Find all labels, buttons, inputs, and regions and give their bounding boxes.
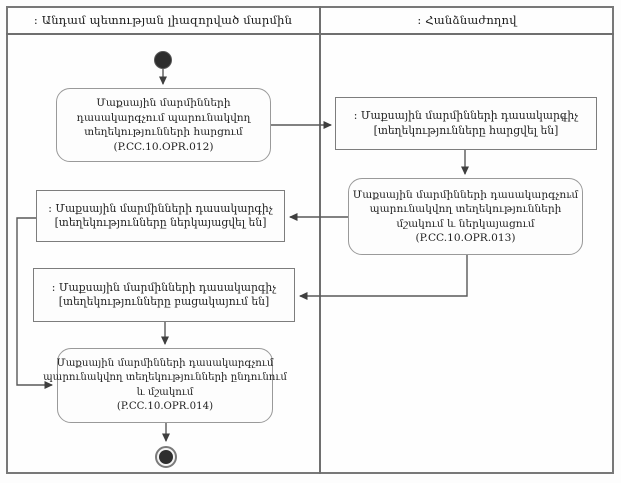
action-receive-process-classifier-info: Մաքսային մարմինների դասակարգչում պարունա… [43, 348, 287, 423]
action-text-line: Մաքսային մարմինների դասակարգչում [56, 357, 274, 369]
object-text-line: : Մաքսային մարմինների դասակարգիչ [48, 201, 273, 215]
scan-artifact-mark: , [569, 189, 572, 199]
swimlane-header-commission: : Հանձնաժողով [417, 12, 517, 27]
swimlane-header-row: : Անդամ պետության լիազորված մարմին : Հան… [6, 6, 614, 35]
action-text-line: Մաքսային մարմինների [96, 97, 231, 109]
action-text-line: մշակում և ներկայացում [396, 217, 535, 230]
action-text-line: Մաքսային մարմինների դասակարգչում [352, 188, 579, 201]
final-node [155, 446, 177, 468]
object-text-line: : Մաքսային մարմինների դասակարգիչ [51, 280, 277, 294]
action-operation-code: (P.CC.10.OPR.012) [113, 140, 214, 153]
object-state-line: [տեղեկությունները հարցվել են] [373, 123, 559, 137]
object-state-line: [տեղեկությունները ներկայացվել են] [54, 216, 267, 229]
action-text-line: և մշակում [136, 386, 194, 398]
object-classifier-info-requested: : Մաքսային մարմինների դասակարգիչ [տեղեկո… [335, 97, 597, 150]
scan-artifact-mark: в [561, 114, 566, 124]
action-text-line: պարունակվող տեղեկությունների ընդունում [43, 372, 287, 383]
action-operation-code: (P.CC.10.OPR.013) [415, 232, 516, 244]
action-text-line: տեղեկությունների հարցում [84, 126, 243, 138]
action-request-classifier-info: Մաքսային մարմինների դասակարգչում պարունա… [56, 88, 271, 162]
object-classifier-info-presented: : Մաքսային մարմինների դասակարգիչ [տեղեկո… [36, 190, 285, 242]
action-process-present-classifier-info: Մաքսային մարմինների դասակարգչում պարունա… [348, 178, 583, 255]
swimlane-divider [319, 6, 321, 474]
action-operation-code: (P.CC.10.OPR.014) [116, 401, 214, 412]
object-text-line: : Մաքսային մարմինների դասակարգիչ [353, 109, 579, 122]
object-classifier-info-absent: : Մաքսային մարմինների դասակարգիչ [տեղեկո… [33, 268, 295, 322]
action-text-line: դասակարգչում պարունակվող [76, 111, 251, 124]
final-node-dot [159, 450, 173, 464]
action-text-line: պարունակվող տեղեկությունների [369, 203, 562, 215]
initial-node [154, 51, 172, 69]
object-state-line: [տեղեկությունները բացակայում են] [58, 295, 270, 308]
swimlane-header-authorized-body: : Անդամ պետության լիազորված մարմին [33, 12, 293, 27]
